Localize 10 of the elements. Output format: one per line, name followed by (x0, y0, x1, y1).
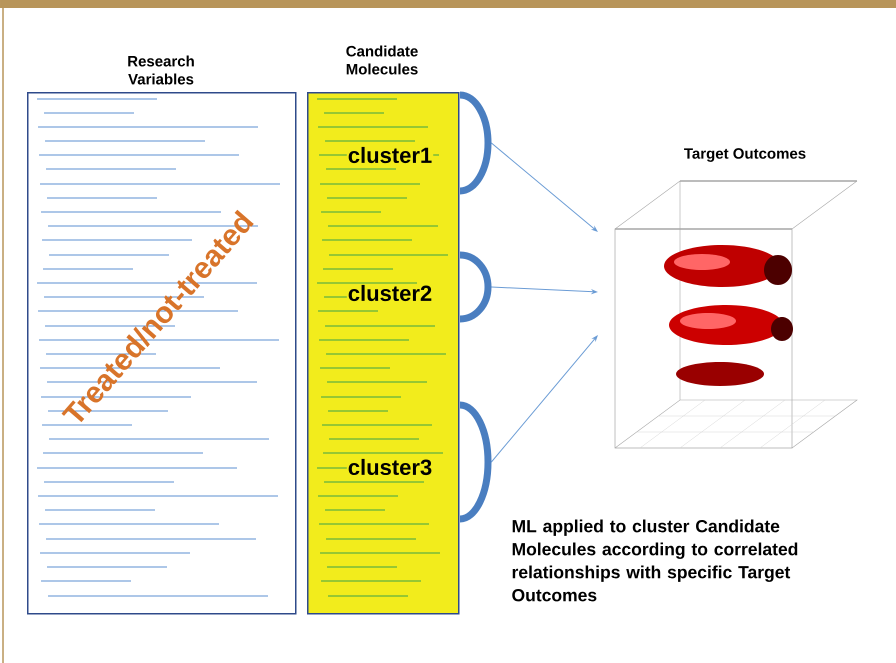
chart-title: Target Outcomes (684, 148, 806, 162)
bracket (460, 92, 492, 194)
cluster-label: cluster3 (346, 458, 434, 476)
column-heading: Candidate Molecules (346, 46, 418, 74)
bracket (460, 252, 492, 322)
caption: ML applied to cluster Candidate Molecules according to correlated relationships with specific Target Outcomes (512, 520, 798, 602)
cluster-label: cluster2 (346, 284, 434, 302)
bracket (460, 402, 492, 522)
cluster-label: cluster1 (346, 146, 434, 164)
column-heading: Research Variables (128, 56, 194, 84)
